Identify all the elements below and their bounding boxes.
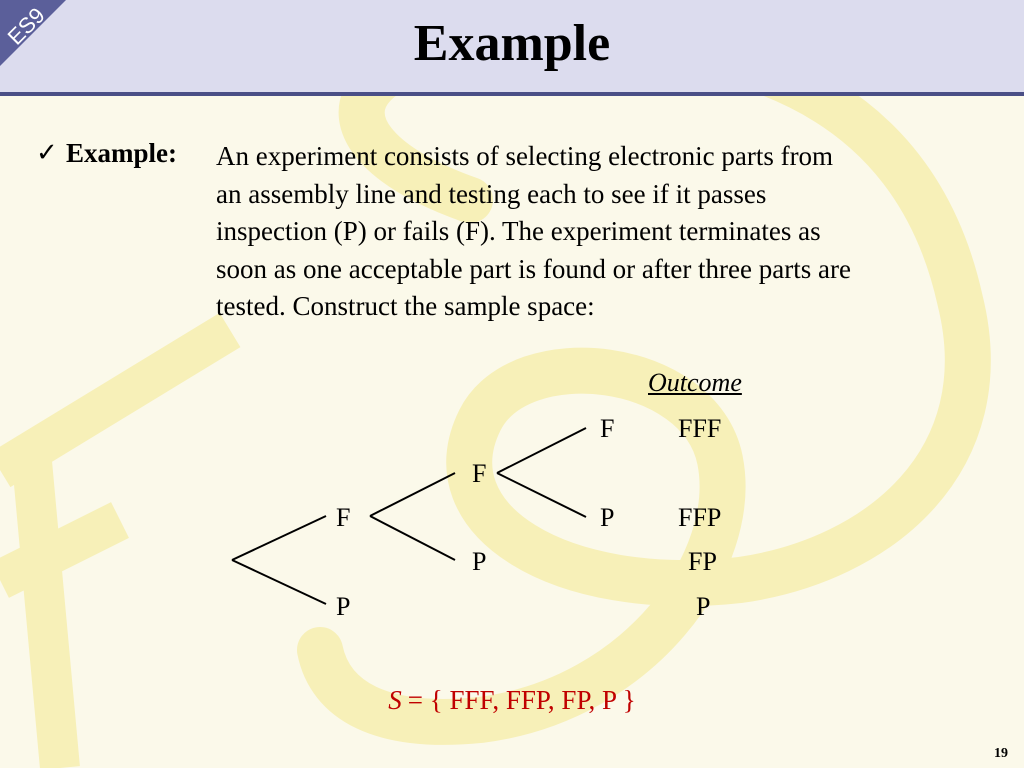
sample-space-symbol: S xyxy=(388,685,402,715)
outcome-ffp: FFP xyxy=(678,503,722,532)
outcome-header: Outcome xyxy=(648,368,742,397)
node-level2-P: P xyxy=(472,547,487,576)
sample-space: S= { FFF, FFP, FP, P } xyxy=(0,685,1024,716)
corner-badge xyxy=(0,0,66,66)
node-level1-F: F xyxy=(336,503,351,532)
outcome-p: P xyxy=(696,592,711,621)
statement-line: inspection (P) or fails (F). The experim… xyxy=(216,216,821,246)
branch-F-P xyxy=(369,515,456,561)
node-level1-P: P xyxy=(336,592,351,621)
sample-space-set: = { FFF, FFP, FP, P } xyxy=(407,685,636,715)
branch-F-F xyxy=(369,472,456,517)
node-level2-F: F xyxy=(472,459,487,488)
slide-header: ES9 Example xyxy=(0,0,1024,96)
branch-root-P xyxy=(231,559,327,605)
statement-line: an assembly line and testing each to see… xyxy=(216,178,767,209)
statement-line: tested. Construct the sample space: xyxy=(216,291,595,321)
problem-statement: An experiment consists of selecting elec… xyxy=(216,138,976,326)
outcome-fff: FFF xyxy=(678,414,722,443)
statement-line: soon as one acceptable part is found or … xyxy=(216,253,851,284)
outcome-fp: FP xyxy=(688,547,717,576)
branch-root-F xyxy=(231,515,327,561)
branch-FF-P xyxy=(496,472,587,518)
node-level3-F: F xyxy=(600,414,615,443)
node-level3-P: P xyxy=(600,503,615,532)
slide-title: Example xyxy=(413,15,611,72)
branch-FF-F xyxy=(496,427,587,474)
example-label: Example: xyxy=(66,138,177,168)
checkmark-icon: ✓ xyxy=(36,138,58,167)
statement-line: An experiment consists of selecting elec… xyxy=(216,141,834,171)
page-number: 19 xyxy=(994,746,1008,761)
